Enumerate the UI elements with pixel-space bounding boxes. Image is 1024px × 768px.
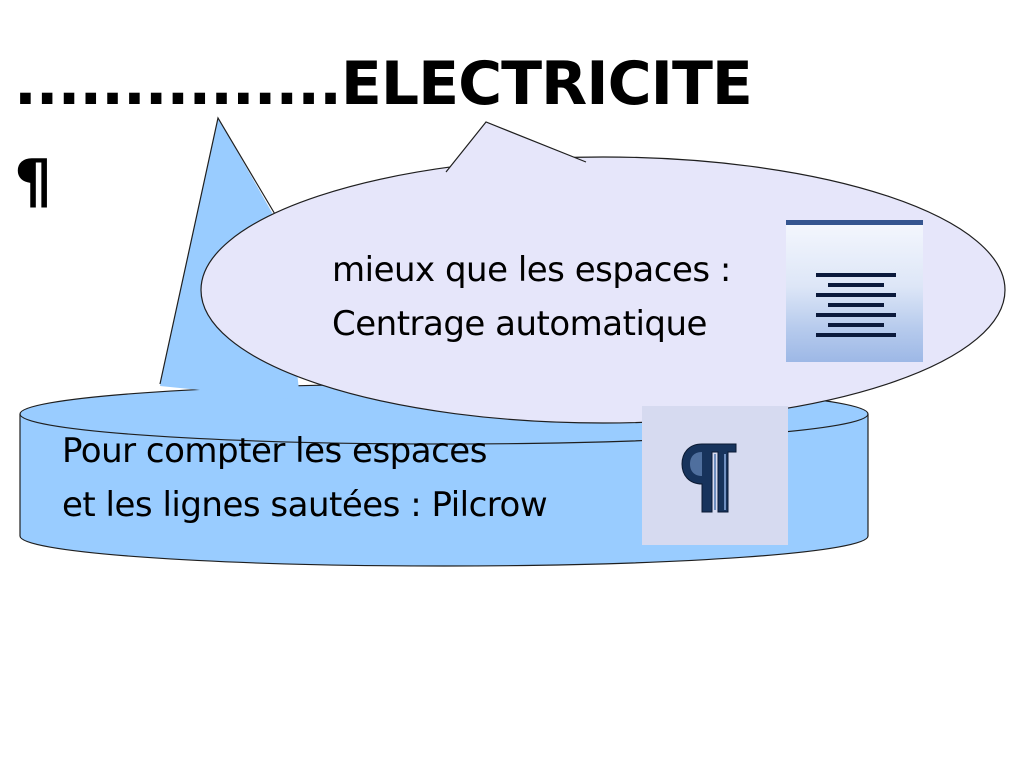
- pilcrow-note-line1: Pour compter les espaces: [62, 431, 487, 471]
- pilcrow-icon: [642, 406, 788, 545]
- centering-note-line2: Centrage automatique: [332, 304, 707, 344]
- pilcrow-note: Pour compter les espaces et les lignes s…: [62, 424, 548, 532]
- slide-title: ...............ELECTRICITE: [14, 49, 753, 119]
- ellipse-callout-tail-outline: [445, 121, 587, 173]
- pilcrow-note-line2: et les lignes sautées : Pilcrow: [62, 485, 548, 525]
- centering-note: mieux que les espaces : Centrage automat…: [332, 243, 731, 351]
- blue-callout-pointer-outline: [159, 116, 283, 385]
- pilcrow-glyph: [681, 443, 737, 513]
- align-center-icon: [786, 220, 923, 362]
- centering-note-line1: mieux que les espaces :: [332, 250, 731, 290]
- pilcrow-mark: ¶: [14, 147, 53, 217]
- ellipse-callout-tail-fill: [446, 122, 596, 200]
